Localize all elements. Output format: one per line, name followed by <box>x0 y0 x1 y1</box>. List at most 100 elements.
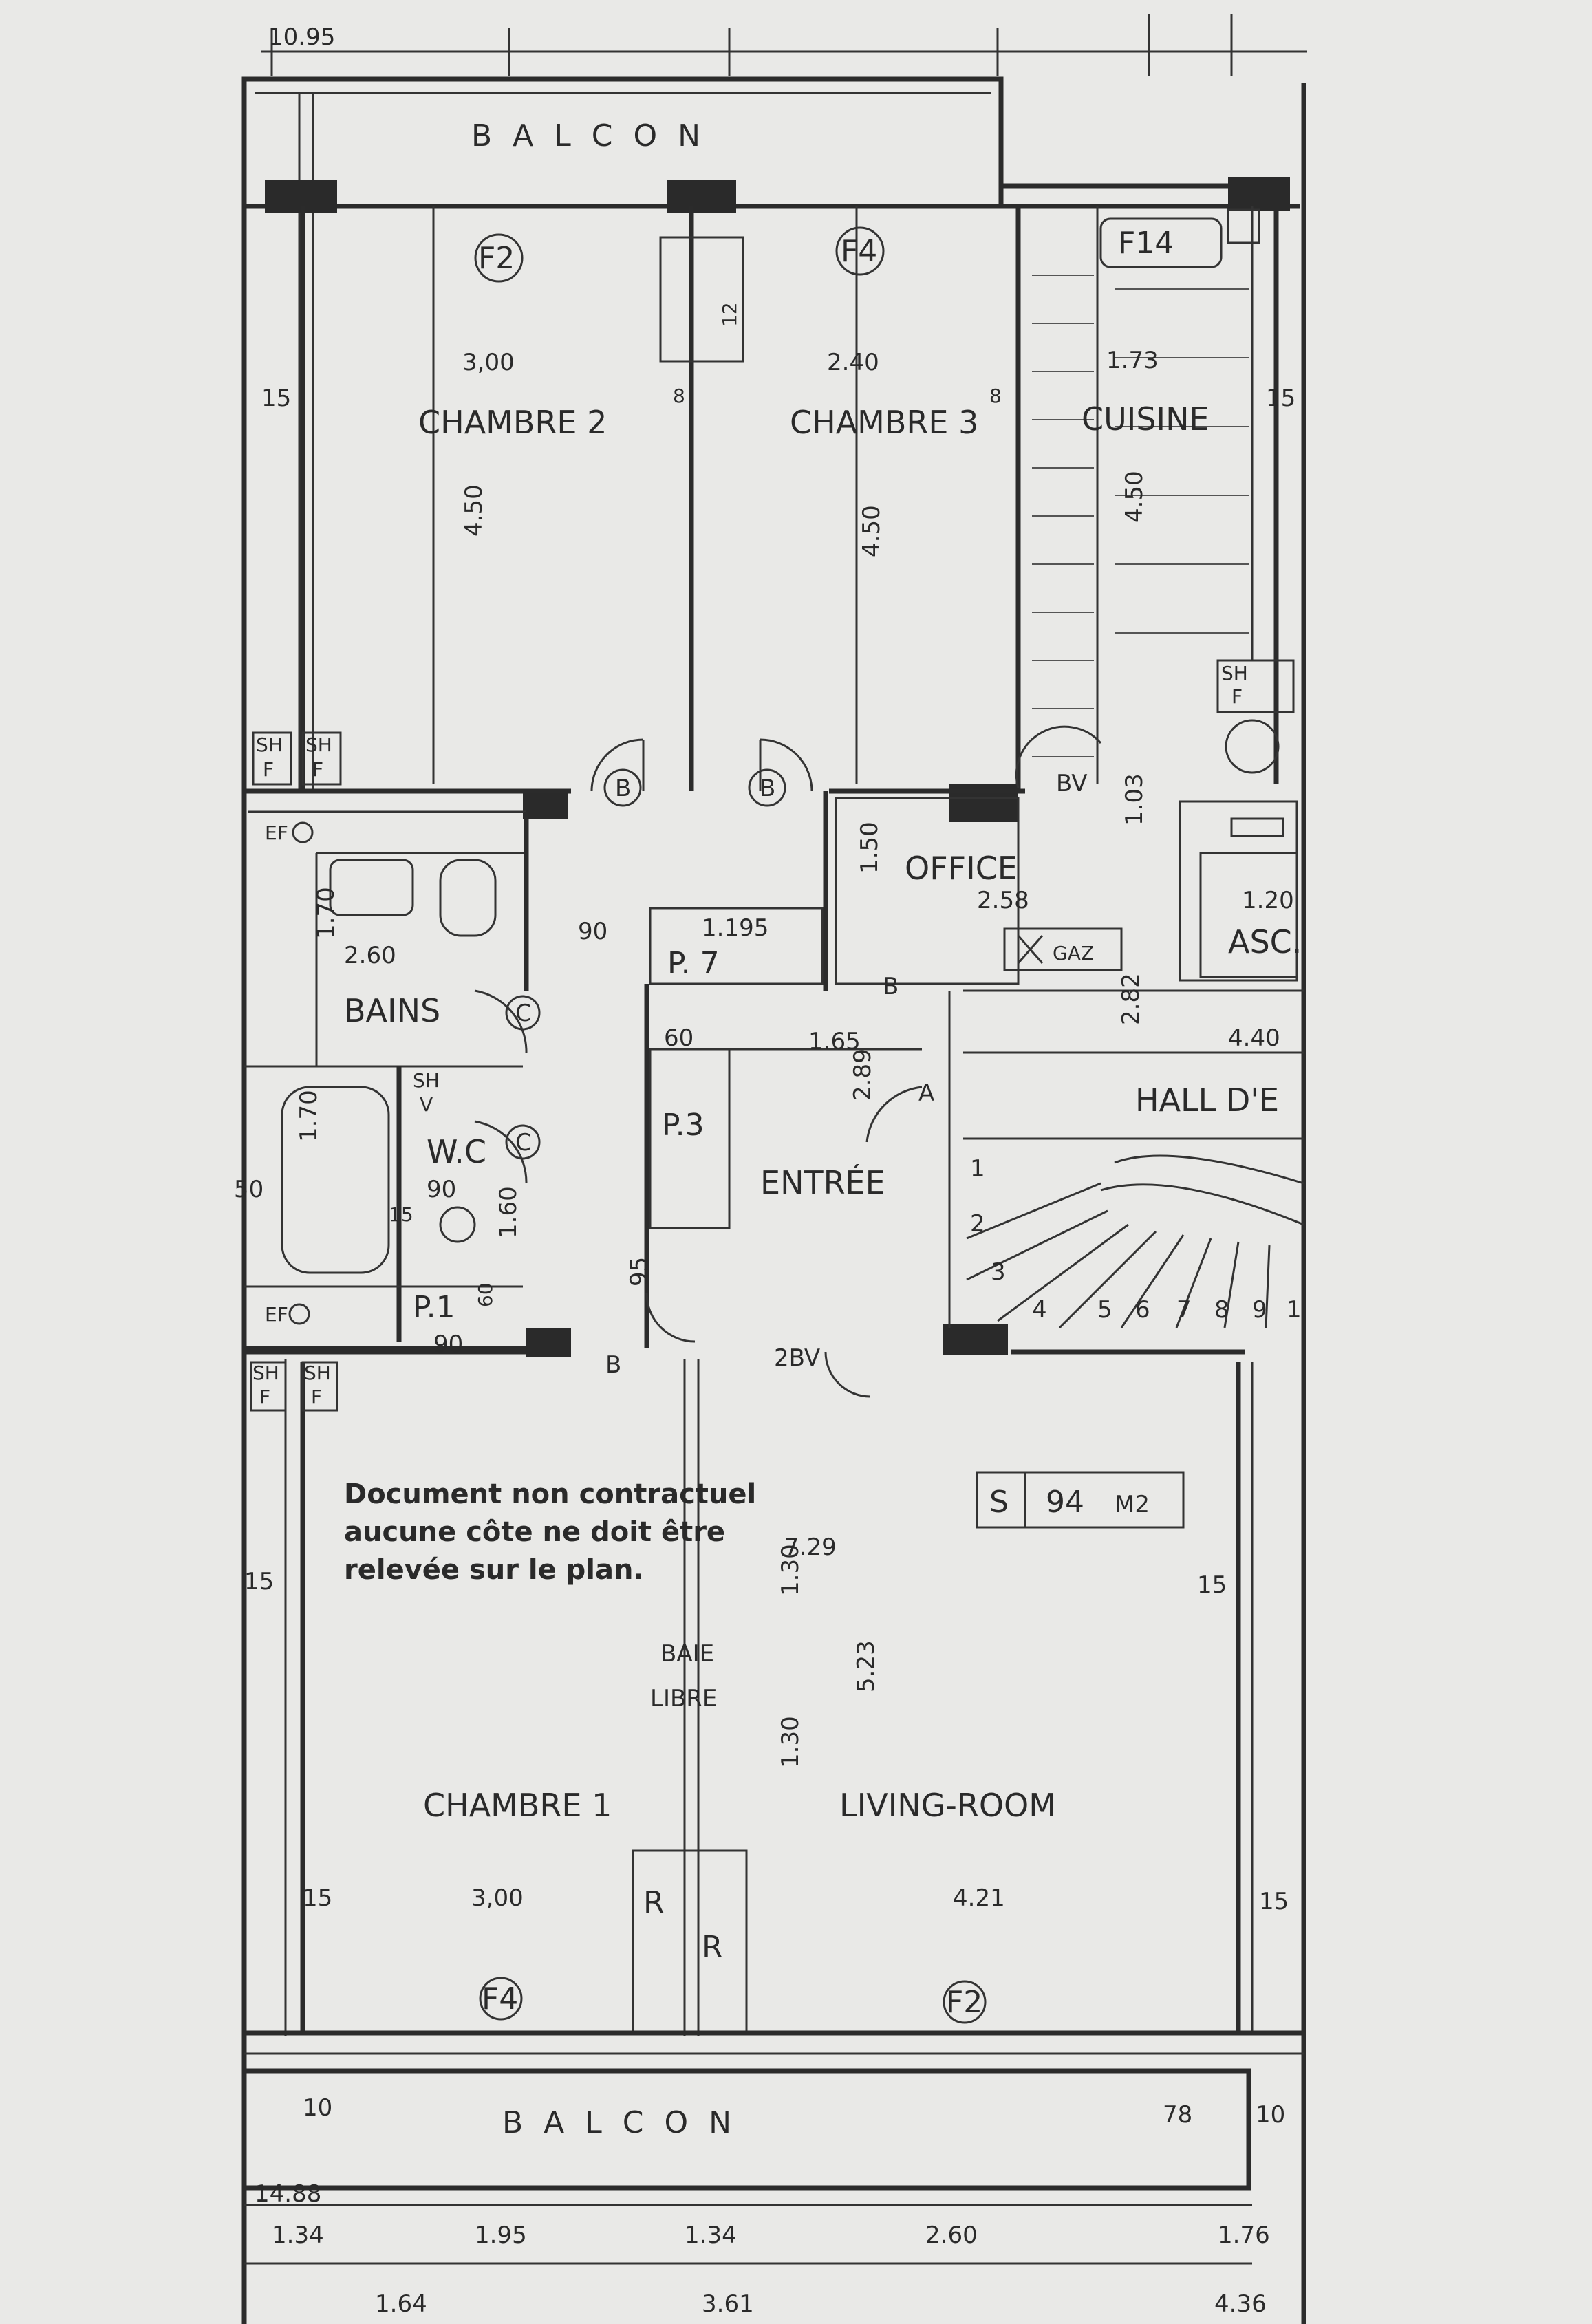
wc-width: 90 <box>427 1176 456 1203</box>
ef-2: EF <box>265 1303 288 1326</box>
f-4: F <box>311 1386 322 1408</box>
disclaimer-line-2: aucune côte ne doit être <box>344 1516 725 1548</box>
dim-15-a: 15 <box>261 385 291 412</box>
chambre3-window: F4 <box>841 234 877 269</box>
hall-width: 4.40 <box>1228 1024 1280 1052</box>
stair-step-3: 3 <box>991 1258 1006 1286</box>
wc-name: W.C <box>427 1133 486 1170</box>
top-dimension: 10.95 <box>268 23 335 51</box>
dim-8-a: 8 <box>673 385 685 407</box>
door-c-wc: C <box>515 1129 532 1156</box>
entree-95: 95 <box>625 1257 653 1287</box>
f-kitchen: F <box>1231 685 1243 708</box>
chambre2-depth: 4.50 <box>460 484 488 537</box>
door-b-entree: B <box>605 1351 621 1379</box>
entree-width: 1.65 <box>808 1028 861 1055</box>
cuisine-name: CUISINE <box>1082 400 1209 438</box>
bottom-total: 14.88 <box>255 2180 321 2208</box>
bottom-dim-1: 1.34 <box>272 2221 324 2249</box>
sh-3: SH <box>252 1362 279 1384</box>
chambre1-name: CHAMBRE 1 <box>423 1787 612 1824</box>
door-b-2: B <box>760 775 775 802</box>
office-depth: 1.50 <box>856 821 883 874</box>
bottom-dim2-2: 3.61 <box>702 2290 754 2318</box>
p3-width: 60 <box>664 1024 693 1052</box>
surface-unit: M2 <box>1115 1491 1150 1518</box>
door-b-1: B <box>615 775 631 802</box>
living-name: LIVING-ROOM <box>839 1787 1056 1824</box>
door-a: A <box>918 1079 934 1107</box>
baie-label-1: BAIE <box>660 1640 714 1668</box>
dim-10-b: 10 <box>1256 2101 1285 2129</box>
surface-value: 94 <box>1046 1485 1084 1520</box>
sh-4: SH <box>304 1362 331 1384</box>
stair-step-10: 1 <box>1287 1296 1302 1324</box>
wc-sh: SH <box>413 1069 440 1092</box>
dim-78: 78 <box>1163 2101 1192 2129</box>
wc-v: V <box>420 1093 433 1116</box>
stair-step-7: 7 <box>1176 1296 1192 1324</box>
bottom-dim2-1: 1.64 <box>375 2290 427 2318</box>
door-c-bath: C <box>515 1000 532 1027</box>
cuisine-width: 1.73 <box>1106 347 1159 374</box>
asc-name: ASC. <box>1228 923 1302 960</box>
living-span: 7.29 <box>784 1534 837 1561</box>
p1-label: P.1 <box>413 1290 455 1325</box>
f-2: F <box>312 758 323 781</box>
bains-name: BAINS <box>344 992 440 1029</box>
f-3: F <box>259 1386 270 1408</box>
dim-12: 12 <box>718 302 741 327</box>
door-bv: BV <box>1056 770 1088 797</box>
wardrobe-r-1: R <box>643 1885 665 1920</box>
entree-depth: 2.89 <box>849 1048 876 1101</box>
stair-step-5: 5 <box>1097 1296 1112 1324</box>
cuisine-depth: 4.50 <box>1121 471 1148 523</box>
balcony-bottom-label: B A L C O N <box>502 2105 737 2140</box>
stair-step-8: 8 <box>1214 1296 1229 1324</box>
sh-kitchen: SH <box>1221 662 1248 685</box>
chambre1-window: F4 <box>482 1981 518 2016</box>
p7-width: 1.195 <box>702 914 768 942</box>
cuisine-window: F14 <box>1118 226 1174 261</box>
wc-depth: 1.60 <box>495 1186 522 1238</box>
baie-130-b: 1.30 <box>777 1716 804 1768</box>
disclaimer-line-3: relevée sur le plan. <box>344 1554 644 1586</box>
balcony-top-label: B A L C O N <box>471 118 706 153</box>
chambre3-depth: 4.50 <box>858 505 885 557</box>
dim-15-c: 15 <box>244 1568 274 1595</box>
p7-label: P. 7 <box>667 946 720 981</box>
bottom-dim-3: 1.34 <box>685 2221 737 2249</box>
asc-width: 1.20 <box>1242 887 1294 914</box>
door-b-office: B <box>883 973 899 1000</box>
hall-name: HALL D'E <box>1135 1082 1279 1119</box>
dim-10-a: 10 <box>303 2094 332 2122</box>
f-1: F <box>263 758 274 781</box>
bains-depth: 1.70 <box>312 887 340 939</box>
wc-50: 50 <box>234 1176 263 1203</box>
office-width: 2.58 <box>977 887 1029 914</box>
dim-15-f: 15 <box>1259 1888 1289 1915</box>
stair-step-1: 1 <box>970 1155 985 1183</box>
dim-60-p1: 60 <box>474 1282 497 1307</box>
staircase <box>966 1154 1304 1329</box>
gaz-label: GAZ <box>1053 942 1094 965</box>
office-depth2: 1.03 <box>1121 773 1148 826</box>
stair-step-2: 2 <box>970 1210 985 1238</box>
bains-width: 2.60 <box>344 942 396 969</box>
dim-15-wc: 15 <box>389 1203 413 1226</box>
bottom-dim-4: 2.60 <box>925 2221 978 2249</box>
bottom-dim-5: 1.76 <box>1218 2221 1270 2249</box>
wardrobe-r-2: R <box>702 1930 723 1965</box>
dim-15-d: 15 <box>1197 1571 1227 1599</box>
living-depth: 5.23 <box>852 1640 880 1692</box>
hall-depth: 2.82 <box>1117 973 1145 1025</box>
entree-name: ENTRÉE <box>760 1164 885 1201</box>
stair-step-6: 6 <box>1135 1296 1150 1324</box>
living-window: F2 <box>946 1985 982 2020</box>
sh-1: SH <box>256 733 283 756</box>
disclaimer-line-1: Document non contractuel <box>344 1478 756 1510</box>
kitchen-hatch <box>1032 275 1249 757</box>
dim-15-b: 15 <box>1266 385 1295 412</box>
chambre2-window: F2 <box>478 241 515 276</box>
bottom-dim-2: 1.95 <box>475 2221 527 2249</box>
